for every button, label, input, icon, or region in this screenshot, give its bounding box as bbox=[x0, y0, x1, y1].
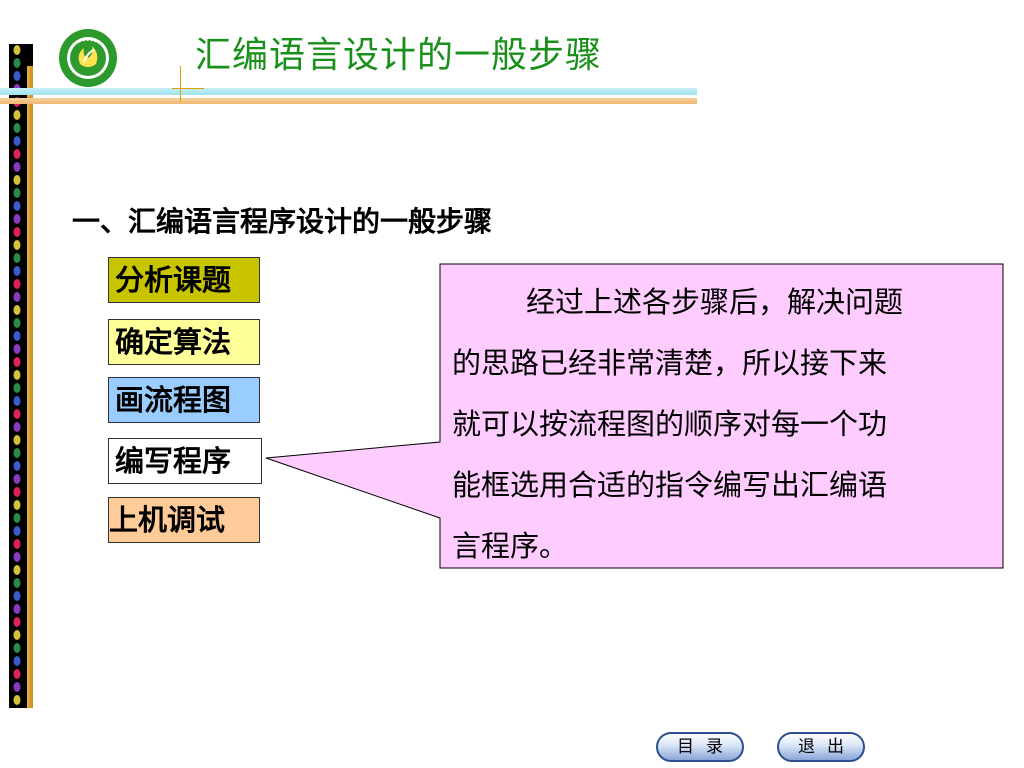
step-debug-on-machine: 上机调试 bbox=[108, 497, 260, 543]
bead bbox=[13, 58, 21, 68]
bead bbox=[13, 162, 21, 172]
bead bbox=[13, 552, 21, 562]
bead bbox=[13, 175, 21, 185]
bead-pattern bbox=[13, 45, 21, 705]
bead bbox=[13, 617, 21, 627]
bead bbox=[13, 344, 21, 354]
section-heading: 一、汇编语言程序设计的一般步骤 bbox=[72, 205, 493, 238]
bead bbox=[13, 383, 21, 393]
toc-button[interactable]: 目录 bbox=[656, 732, 744, 762]
bead bbox=[13, 669, 21, 679]
bead bbox=[13, 305, 21, 315]
bead bbox=[13, 448, 21, 458]
bead bbox=[13, 136, 21, 146]
bead bbox=[13, 643, 21, 653]
bead bbox=[13, 591, 21, 601]
bead bbox=[13, 682, 21, 692]
step-draw-flowchart: 画流程图 bbox=[108, 377, 260, 423]
bead bbox=[13, 318, 21, 328]
bead bbox=[13, 500, 21, 510]
callout-line: 经过上述各步骤后，解决问题 bbox=[526, 285, 904, 319]
bead bbox=[13, 266, 21, 276]
step-write-program: 编写程序 bbox=[108, 438, 262, 484]
callout-line: 的思路已经非常清楚，所以接下来 bbox=[452, 346, 888, 380]
page-title: 汇编语言设计的一般步骤 bbox=[195, 35, 603, 76]
bead bbox=[13, 630, 21, 640]
step-determine-algorithm: 确定算法 bbox=[108, 319, 260, 365]
bead bbox=[13, 227, 21, 237]
exit-button[interactable]: 退出 bbox=[777, 732, 865, 762]
bead bbox=[13, 695, 21, 705]
bead bbox=[13, 487, 21, 497]
step-analyze-problem: 分析课题 bbox=[108, 257, 260, 303]
bead bbox=[13, 526, 21, 536]
header-rule-cyan bbox=[0, 88, 697, 95]
bead bbox=[13, 71, 21, 81]
bead bbox=[13, 435, 21, 445]
bead bbox=[13, 214, 21, 224]
bead bbox=[13, 578, 21, 588]
bead bbox=[13, 604, 21, 614]
bead bbox=[13, 357, 21, 367]
callout-line: 能框选用合适的指令编写出汇编语 bbox=[452, 468, 888, 502]
header-crosshair-vertical bbox=[180, 66, 181, 102]
bead bbox=[13, 279, 21, 289]
bead bbox=[13, 201, 21, 211]
bead bbox=[13, 370, 21, 380]
bead bbox=[13, 396, 21, 406]
bead bbox=[13, 110, 21, 120]
bead bbox=[13, 240, 21, 250]
bead bbox=[13, 188, 21, 198]
bead bbox=[13, 656, 21, 666]
bead bbox=[13, 292, 21, 302]
callout-line: 就可以按流程图的顺序对每一个功 bbox=[452, 407, 888, 441]
bead bbox=[13, 422, 21, 432]
school-logo bbox=[58, 28, 118, 88]
callout-text: 经过上述各步骤后，解决问题 的思路已经非常清楚，所以接下来 就可以按流程图的顺序… bbox=[452, 272, 988, 577]
bead bbox=[13, 474, 21, 484]
callout-line: 言程序。 bbox=[452, 529, 569, 563]
bead bbox=[13, 461, 21, 471]
bead bbox=[13, 409, 21, 419]
bead bbox=[13, 565, 21, 575]
bead bbox=[13, 149, 21, 159]
bead bbox=[13, 539, 21, 549]
bead bbox=[13, 45, 21, 55]
header-rule-orange bbox=[0, 98, 697, 104]
header-crosshair-horizontal bbox=[172, 88, 204, 89]
decorative-gold-rail bbox=[27, 66, 33, 708]
bead bbox=[13, 123, 21, 133]
bead bbox=[13, 331, 21, 341]
bead bbox=[13, 513, 21, 523]
bead bbox=[13, 253, 21, 263]
